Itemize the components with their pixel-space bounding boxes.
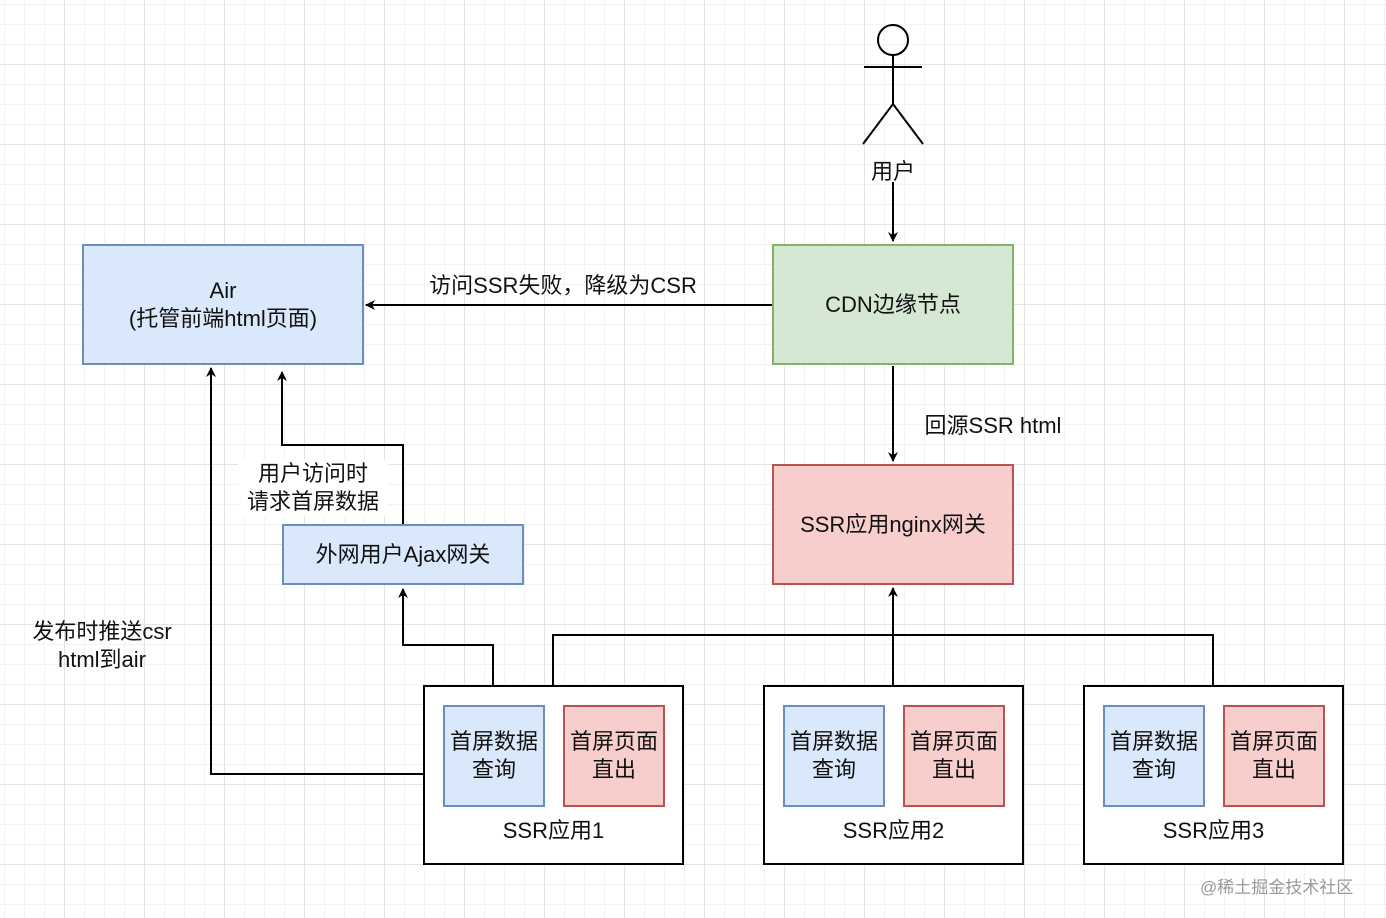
- first-screen-query-box[interactable]: 首屏数据 查询: [783, 705, 885, 807]
- edge-label-fallback: 访问SSR失败，降级为CSR: [429, 273, 697, 298]
- cdn-node[interactable]: CDN边缘节点: [772, 244, 1014, 365]
- user-figure-icon: [862, 24, 924, 145]
- ssr-app-3-label: SSR应用3: [1162, 818, 1265, 843]
- edge-label-ajax-line1: 用户访问时: [257, 461, 368, 486]
- render-line2: 直出: [591, 757, 636, 782]
- render-line1: 首屏页面: [909, 729, 998, 754]
- query-line2: 查询: [471, 757, 516, 782]
- ssr-app-2-label: SSR应用2: [842, 818, 945, 843]
- edge-label-ajax-line2: 请求首屏数据: [246, 489, 379, 514]
- edge-label-publish-line1: 发布时推送csr: [32, 619, 172, 644]
- first-screen-render-box[interactable]: 首屏页面 直出: [563, 705, 665, 807]
- ssr-app-1[interactable]: 首屏数据 查询 首屏页面 直出 SSR应用1: [423, 685, 684, 865]
- arrow-app1-publish-to-air: [206, 367, 423, 775]
- render-line1: 首屏页面: [1229, 729, 1318, 754]
- air-title: Air: [209, 277, 237, 303]
- edge-label-origin: 回源SSR html: [924, 413, 1062, 438]
- query-line2: 查询: [1131, 757, 1176, 782]
- first-screen-query-box[interactable]: 首屏数据 查询: [443, 705, 545, 807]
- arrow-ajax-to-air: [277, 371, 404, 524]
- edge-label-publish: 发布时推送csr html到air: [22, 618, 182, 674]
- ajax-gateway-node[interactable]: 外网用户Ajax网关: [282, 524, 524, 585]
- query-line2: 查询: [811, 757, 856, 782]
- query-line1: 首屏数据: [1109, 729, 1198, 754]
- ssr-app-1-label: SSR应用1: [502, 818, 605, 843]
- edge-label-ajax: 用户访问时 请求首屏数据: [238, 460, 388, 516]
- first-screen-render-box[interactable]: 首屏页面 直出: [903, 705, 1005, 807]
- render-line1: 首屏页面: [569, 729, 658, 754]
- query-line1: 首屏数据: [789, 729, 878, 754]
- air-node[interactable]: Air (托管前端html页面): [82, 244, 364, 365]
- ssr-app-3[interactable]: 首屏数据 查询 首屏页面 直出 SSR应用3: [1083, 685, 1344, 865]
- line-app1-to-bus: [552, 634, 893, 685]
- render-line2: 直出: [1251, 757, 1296, 782]
- watermark: @稀土掘金技术社区: [1200, 878, 1354, 897]
- first-screen-query-box[interactable]: 首屏数据 查询: [1103, 705, 1205, 807]
- edge-label-publish-line2: html到air: [57, 647, 146, 672]
- render-line2: 直出: [931, 757, 976, 782]
- ssr-app-2[interactable]: 首屏数据 查询 首屏页面 直出 SSR应用2: [763, 685, 1024, 865]
- first-screen-render-box[interactable]: 首屏页面 直出: [1223, 705, 1325, 807]
- arrow-query-to-ajax: [398, 588, 494, 705]
- air-subtitle: (托管前端html页面): [128, 305, 318, 331]
- nginx-gateway-node[interactable]: SSR应用nginx网关: [772, 464, 1014, 585]
- user-label: 用户: [870, 159, 915, 184]
- line-app3-to-bus: [893, 634, 1214, 685]
- query-line1: 首屏数据: [449, 729, 538, 754]
